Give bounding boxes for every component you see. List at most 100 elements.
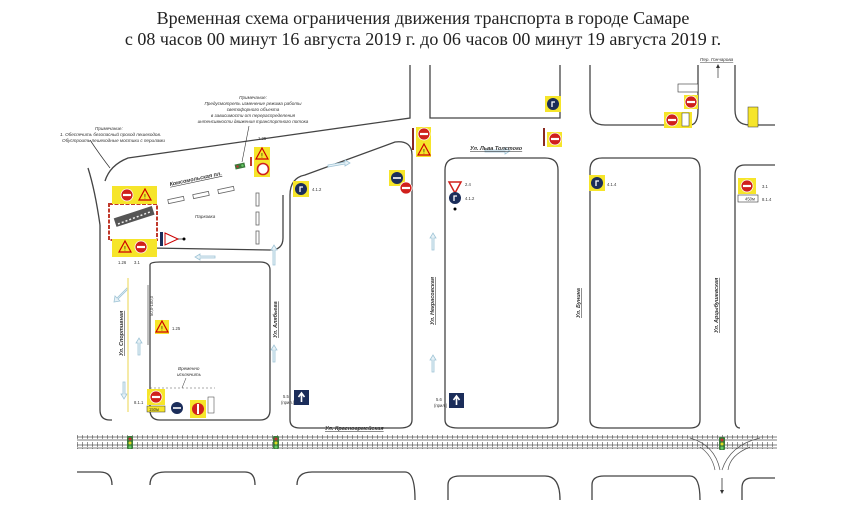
- sign-group-komsomolskaya-light: [250, 147, 270, 177]
- arrow-north-icon: [429, 354, 437, 373]
- no-entry-sign-icon: [399, 181, 413, 195]
- arrow-up-icon: [297, 391, 306, 402]
- arrow-south-icon: [120, 381, 128, 400]
- street-label-sportivnaya: Ул. Спортивная: [119, 310, 125, 356]
- sign-code-3-1: 3.1: [134, 260, 140, 265]
- sign-group-sportivnaya-south: 150м: [146, 389, 215, 418]
- sign-code-1-25: 1.25: [258, 136, 267, 141]
- sign-code-4-1-2: 4.1.2: [312, 187, 322, 192]
- round-sign-icon: [171, 402, 183, 414]
- no-entry-sign-icon: [120, 188, 134, 202]
- no-entry-sign-icon: [548, 132, 562, 146]
- sign-keep-lane-nekrasovskaya: [389, 170, 405, 186]
- lane-markings: [167, 185, 260, 245]
- block-east: [734, 164, 775, 429]
- block-south-3: [296, 471, 416, 501]
- sign-code-5-5: 5.5: [283, 394, 289, 399]
- plate-150m: 150м: [149, 407, 159, 412]
- sign-turn-right-bunina: [589, 175, 605, 191]
- arrow-east-icon: [327, 159, 351, 168]
- note-2-line-2: светофорного объекта: [227, 107, 280, 112]
- temporary-barrier: [160, 232, 186, 246]
- traffic-arrows: [113, 147, 511, 400]
- yield-sign-icon: [447, 181, 463, 195]
- block-south-1: [77, 471, 113, 486]
- distance-label: 50,0-100,0: [149, 295, 154, 316]
- round-sign-icon: [391, 172, 403, 184]
- note-2-title: Примечание:: [239, 95, 267, 100]
- street-label-nekrasovskaya: Ул. Некрасовская: [430, 276, 436, 325]
- tram-tracks: [77, 435, 777, 494]
- sign-turn-right-aliabyeva: [293, 181, 309, 197]
- scheme-title: Временная схема ограничения движения тра…: [156, 8, 690, 28]
- note-2-line-1: Предусмотреть изменение режима работы: [204, 101, 302, 106]
- sign-group-goncharova: [664, 83, 699, 128]
- no-entry-sign-icon: [134, 240, 148, 254]
- traffic-light-3: [719, 437, 725, 450]
- temporary-label-2: исключить: [177, 372, 202, 377]
- sign-one-way-aliabyeva: [294, 390, 309, 405]
- sign-code-8-1-4: 8.1.4: [762, 197, 772, 202]
- sign-code-5-6-note: (прил.): [434, 403, 448, 408]
- plate-450m: 450м: [745, 197, 755, 202]
- no-entry-sign-icon: [684, 95, 698, 109]
- note-1-title: Примечание:: [95, 126, 123, 131]
- block-edge-north-komsomolskaya: [104, 65, 411, 182]
- block-south-6: [741, 477, 775, 500]
- parking-label: Парковка: [195, 214, 216, 219]
- street-label-krasnoarmeyskaya: Ул. Красноармейская: [325, 425, 384, 432]
- arrow-north-icon: [270, 344, 278, 363]
- block-north-2: [589, 65, 699, 126]
- arrow-east-icon: [484, 147, 511, 155]
- sign-code-3-1: 3.1: [762, 184, 768, 189]
- sign-code-5-6: 5.6: [436, 397, 442, 402]
- note-2-line-4: интенсивности движения транспортного пот…: [198, 119, 309, 124]
- street-label-goncharova: Пер. Гончарова: [700, 57, 734, 62]
- sign-no-entry-east: 450м: [737, 178, 759, 203]
- sign-yield-turn-right: [447, 181, 463, 211]
- street-label-lva-tolstogo: Ул. Льва Толстого: [470, 146, 523, 152]
- sign-road-works-sportivnaya: [155, 320, 169, 334]
- note-2-line-3: в зависимости от перераспределения: [211, 113, 296, 118]
- street-label-aliabyeva: Ул. Алябьева: [272, 301, 279, 338]
- no-entry-sign-icon: [665, 113, 679, 127]
- road-outlines: [77, 65, 775, 501]
- sign-group-komsomolskaya-west-bottom: [112, 239, 157, 257]
- arrow-north-icon: [135, 337, 143, 356]
- arrow-north-icon: [716, 64, 720, 68]
- no-entry-sign-icon: [149, 390, 163, 404]
- sign-group-komsomolskaya-west-top: [112, 186, 157, 204]
- block-north-1: [429, 65, 561, 119]
- sign-code-5-5-note: (прил.): [281, 400, 295, 405]
- street-label-bunina: Ул. Бунина: [576, 288, 582, 318]
- sign-code-2-4: 2.4: [465, 182, 471, 187]
- block-edge-curve: [87, 167, 101, 226]
- block-edge-sportivnaya-west: [99, 225, 112, 421]
- sign-code-8-1-1: 8.1.1: [134, 400, 144, 405]
- turn-right-sign-icon: [448, 191, 462, 205]
- sign-code-4-1-2: 4.1.2: [465, 196, 475, 201]
- block-south-5: [591, 475, 701, 501]
- arrow-southwest-icon: [113, 287, 129, 303]
- turn-right-sign-icon: [590, 176, 604, 190]
- arrow-north-icon: [270, 244, 278, 266]
- traffic-light-1: [127, 436, 133, 449]
- parking-edge: [149, 195, 284, 251]
- turn-right-sign-icon: [294, 182, 308, 196]
- turn-right-sign-icon: [546, 97, 560, 111]
- sign-code-4-1-4: 4.1.4: [607, 182, 617, 187]
- temporary-label: Временно: [178, 366, 200, 371]
- sign-plate-goncharova-east: [747, 106, 759, 128]
- block-south-2: [149, 471, 256, 486]
- sign-one-way-nekrasovskaya: [449, 393, 464, 408]
- no-entry-sign-icon: [740, 179, 754, 193]
- arrow-south-icon: [720, 490, 724, 494]
- street-label-komsomolskaya: Комсомольская пл.: [169, 171, 223, 188]
- note-1-line-1: 1. Обеспечить безопасный проход пешеходо…: [60, 131, 161, 137]
- note-1-line-2: Обустроить пешеходные мостики с перилами: [62, 138, 165, 143]
- scheme-period: с 08 часов 00 минут 16 августа 2019 г. д…: [124, 29, 722, 49]
- street-label-arcybushevskaya: Ул. Арцыбушевская: [713, 277, 720, 333]
- block-south-4: [447, 475, 561, 501]
- block-aliabyeva-nekrasovskaya: [289, 141, 413, 429]
